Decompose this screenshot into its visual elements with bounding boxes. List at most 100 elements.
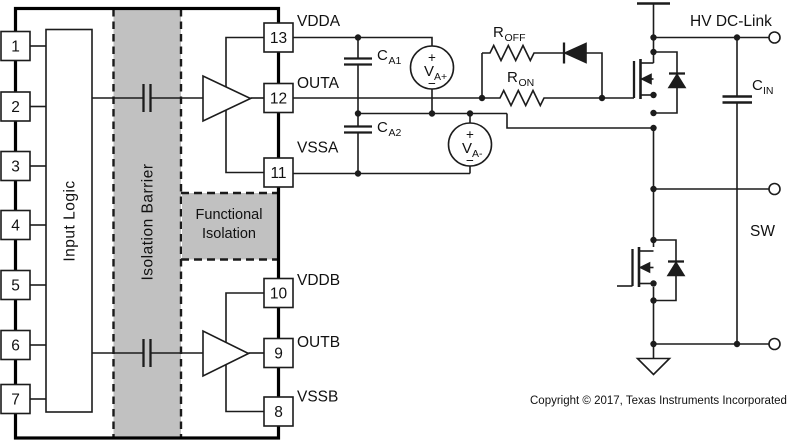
ground-terminal xyxy=(768,337,781,351)
hs-body-diode-bottom-lead xyxy=(653,87,678,114)
pin-label-outb: OUTB xyxy=(297,334,340,351)
pin-label-vssb: VSSB xyxy=(297,389,338,406)
functional-isolation-label-line2: Isolation xyxy=(202,226,256,242)
doff-to-gate-wire xyxy=(586,52,603,98)
junction-dot xyxy=(354,110,362,117)
ls-body-diode-top-lead xyxy=(653,239,677,261)
pin-number-12: 12 xyxy=(270,91,287,108)
pin-stubs xyxy=(30,45,46,400)
input-logic-label: Input Logic xyxy=(62,180,79,261)
ic-block: Functional Isolation Input Logic Isolati… xyxy=(15,8,279,438)
hs-body-arrow xyxy=(640,73,652,85)
pin-label-vdda: VDDA xyxy=(297,13,341,30)
pin-label-outa: OUTA xyxy=(297,75,340,92)
ron-label-sub: ON xyxy=(519,77,535,89)
pin-box-10 xyxy=(263,277,294,309)
pin-box-13 xyxy=(263,22,294,53)
roff-label-main: R xyxy=(493,24,504,41)
pin-number-2: 2 xyxy=(11,99,20,116)
functional-isolation-box: Functional Isolation xyxy=(181,191,277,261)
gnd-symbol xyxy=(635,357,672,376)
va-minus-plus-sign: + xyxy=(466,127,474,142)
mosfet-low-side xyxy=(617,239,686,302)
hs-body-diode-triangle xyxy=(667,72,687,89)
pin-box-12 xyxy=(263,82,294,114)
junction-dot xyxy=(650,109,657,117)
junction-dot xyxy=(354,34,362,41)
driver-a-triangle xyxy=(202,74,253,123)
isolation-barrier-band xyxy=(113,9,181,437)
pin-number-5: 5 xyxy=(11,278,20,295)
va-plus-plus-sign: + xyxy=(428,50,436,65)
junction-dot xyxy=(478,94,486,102)
cin-label-sub: IN xyxy=(763,85,774,97)
ca1-label-main: C xyxy=(377,47,388,64)
pin-box-6 xyxy=(0,329,31,361)
pin-box-rects xyxy=(0,22,294,427)
junction-dot xyxy=(428,110,436,117)
isolation-barrier-label: Isolation Barrier xyxy=(140,163,157,280)
ls-body-arrow xyxy=(638,261,651,274)
cin-label-main: C xyxy=(752,77,763,94)
pin-number-1: 1 xyxy=(11,39,20,56)
va-plus-minus-sign: − xyxy=(428,76,436,91)
pin-box-8 xyxy=(263,396,294,427)
pin-name-labels: VDDA OUTA VSSA VDDB OUTB VSSB xyxy=(297,13,341,406)
pin-number-4: 4 xyxy=(11,218,20,235)
ron-resistor xyxy=(482,88,634,108)
roff-label-sub: OFF xyxy=(505,32,526,44)
junction-dot xyxy=(650,124,657,132)
terminals xyxy=(768,31,781,351)
va-minus-circle xyxy=(447,122,493,167)
pin-label-vssa: VSSA xyxy=(297,140,339,157)
va-minus-label-sub: A- xyxy=(472,148,483,160)
mosfet-high-side xyxy=(632,51,687,114)
ls-body-diode-bottom-lead xyxy=(653,275,677,302)
sw-label: SW xyxy=(750,223,775,240)
junction-dot xyxy=(354,170,362,177)
pin-number-11: 11 xyxy=(270,165,286,182)
functional-isolation-label-line1: Functional xyxy=(196,207,263,223)
junction-dot xyxy=(650,280,657,287)
ls-body-diode-triangle xyxy=(666,260,686,277)
pin-number-7: 7 xyxy=(11,392,20,409)
component-labels: C A1 C A2 R OFF R ON C IN HV DC-Link SW xyxy=(377,13,775,240)
junction-dot xyxy=(650,34,657,41)
junction-dot xyxy=(598,94,606,102)
pin-box-1 xyxy=(0,30,31,62)
driver-b-triangle xyxy=(202,329,251,378)
junction-dot xyxy=(650,185,657,193)
pin-number-8: 8 xyxy=(274,404,283,421)
vsource-va-minus: + V A- − xyxy=(447,122,493,168)
junction-dot xyxy=(650,48,657,56)
pin-box-3 xyxy=(0,150,31,182)
copyright-text: Copyright © 2017, Texas Instruments Inco… xyxy=(530,395,787,407)
pin-boxes: 1 2 3 4 5 6 7 13 12 11 10 9 8 xyxy=(0,22,294,427)
sw-terminal xyxy=(768,182,781,196)
hv-dc-link-label: HV DC-Link xyxy=(690,13,772,30)
ron-label-main: R xyxy=(507,69,518,86)
junction-dot xyxy=(650,236,657,244)
va-plus-circle xyxy=(409,45,455,90)
pin-box-4 xyxy=(0,209,31,241)
va-plus-label-sub: A+ xyxy=(434,71,447,83)
pin-number-3: 3 xyxy=(11,159,20,176)
pin-number-6: 6 xyxy=(11,338,20,355)
vdda-rail-wire xyxy=(293,36,433,46)
input-logic-block xyxy=(45,28,93,413)
mid-node-to-source-wire xyxy=(506,113,654,129)
junction-dot xyxy=(650,340,657,348)
pin-number-9: 9 xyxy=(274,346,283,363)
junction-dot xyxy=(650,91,657,99)
pin-box-9 xyxy=(263,337,294,369)
pin-number-13: 13 xyxy=(270,30,287,47)
pin-label-vddb: VDDB xyxy=(297,272,340,289)
ca2-label-sub: A2 xyxy=(389,127,402,139)
pin-numbers: 1 2 3 4 5 6 7 13 12 11 10 9 8 xyxy=(11,30,287,421)
ca1-label-sub: A1 xyxy=(389,55,402,67)
pin-box-5 xyxy=(0,269,31,301)
functional-isolation-fill xyxy=(182,193,277,260)
junction-dots xyxy=(354,34,741,348)
